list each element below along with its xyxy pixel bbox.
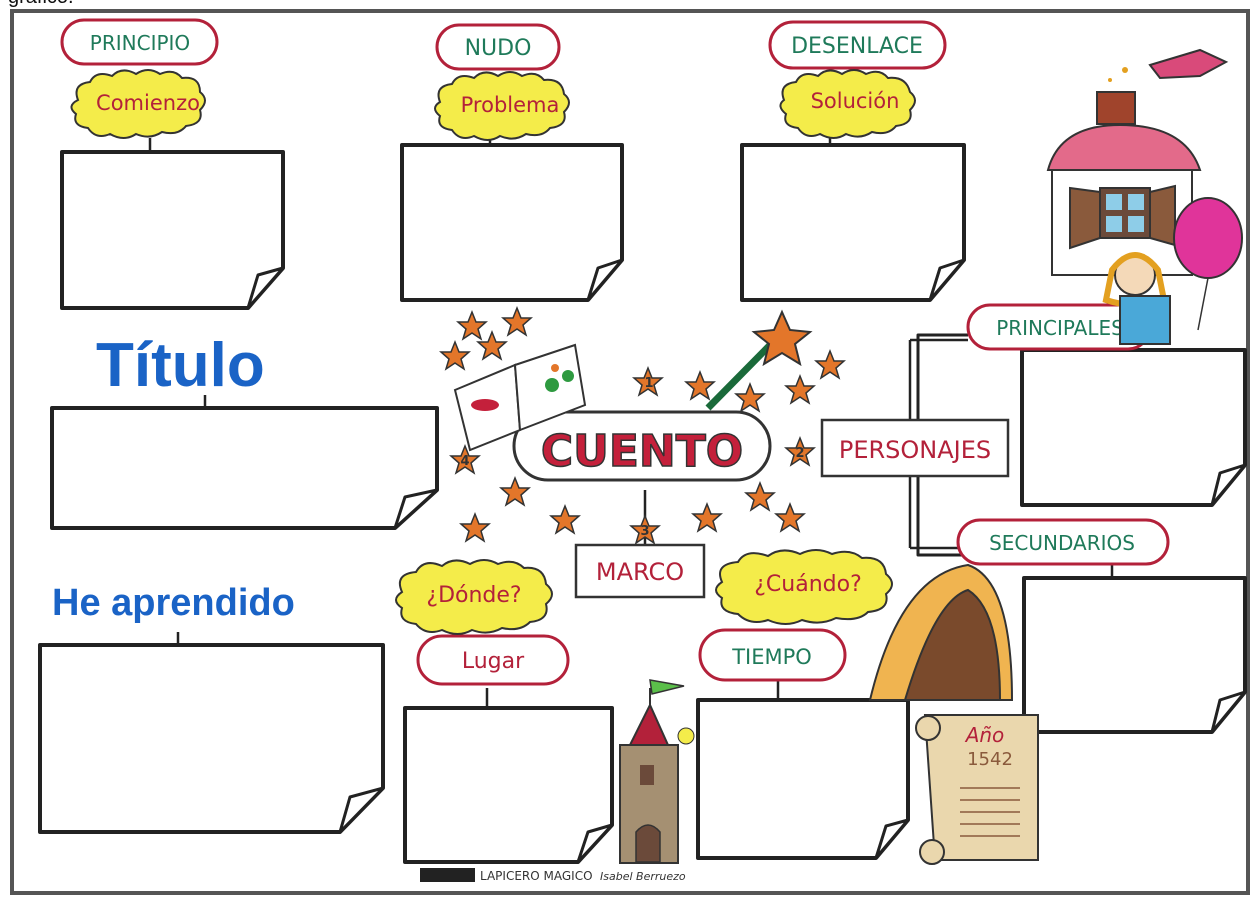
- label-tiempo: TIEMPO: [731, 645, 812, 669]
- label-cuando: ¿Cuándo?: [754, 572, 862, 597]
- label-tiempo-frame: [698, 628, 847, 682]
- note-secundarios-curl: [1210, 690, 1247, 734]
- label-principio-frame: [60, 18, 219, 66]
- label-donde: ¿Dónde?: [426, 583, 521, 608]
- label-principales: PRINCIPALES: [996, 316, 1124, 340]
- label-lugar-frame: [416, 634, 570, 686]
- label-nudo: NUDO: [465, 36, 532, 61]
- scroll-year-label: Año: [964, 723, 1005, 747]
- hut-illustration: [868, 563, 1014, 701]
- note-he-aprendido[interactable]: [38, 643, 385, 834]
- note-nudo-curl: [586, 258, 624, 302]
- note-titulo[interactable]: [50, 406, 439, 530]
- cuento-center: CUENTO: [512, 410, 772, 482]
- label-desenlace-frame: [768, 20, 947, 70]
- note-lugar[interactable]: [403, 706, 614, 864]
- label-lugar: Lugar: [462, 649, 525, 674]
- note-secundarios[interactable]: [1022, 576, 1247, 734]
- label-desenlace: DESENLACE: [791, 34, 923, 59]
- note-principales-curl: [1210, 463, 1247, 507]
- cloud-solucion: [779, 69, 916, 139]
- label-cuento: CUENTO: [541, 426, 743, 477]
- cloud-problema: [434, 71, 570, 141]
- balloon-icon: [1173, 197, 1243, 331]
- label-personajes: PERSONAJES: [839, 436, 991, 464]
- label-principio: PRINCIPIO: [90, 31, 190, 55]
- credit-footer: LAPICERO MAGICO Isabel Berruezo: [420, 868, 686, 883]
- note-principales[interactable]: [1020, 348, 1247, 507]
- cut-off-text: gráfico.: [8, 0, 74, 9]
- credit-text: LAPICERO MAGICO: [480, 869, 593, 883]
- label-marco-frame: [574, 543, 706, 599]
- star-number-4: 4: [460, 454, 469, 469]
- star-number-2: 2: [795, 446, 804, 461]
- open-book-icon: [453, 343, 587, 452]
- note-principio-curl: [246, 266, 285, 310]
- label-personajes-frame: [820, 418, 1010, 478]
- cloud-donde: [395, 559, 553, 635]
- label-problema: Problema: [461, 93, 560, 117]
- note-titulo-curl: [393, 488, 439, 530]
- note-nudo[interactable]: [400, 143, 624, 302]
- label-solucion: Solución: [811, 89, 900, 113]
- scroll-illustration: Año 1542: [915, 714, 1039, 865]
- note-principio[interactable]: [60, 150, 285, 310]
- cloud-comienzo: [70, 69, 206, 139]
- titulo-heading: Título: [96, 331, 265, 400]
- creative-commons-icon: [420, 868, 475, 882]
- star-number-1: 1: [644, 376, 653, 391]
- girl-illustration: [1102, 252, 1171, 345]
- note-lugar-curl: [576, 823, 614, 864]
- scroll-year-value: 1542: [967, 749, 1013, 770]
- magic-wand-icon: [705, 309, 813, 411]
- label-comienzo: Comienzo: [96, 91, 200, 115]
- note-desenlace[interactable]: [740, 143, 966, 302]
- he-aprendido-heading: He aprendido: [52, 582, 295, 624]
- label-marco: MARCO: [596, 558, 684, 586]
- label-nudo-frame: [435, 23, 561, 71]
- note-he-aprendido-curl: [338, 786, 385, 834]
- note-tiempo[interactable]: [696, 698, 910, 860]
- cloud-cuando: [715, 549, 893, 625]
- star-number-3: 3: [640, 524, 649, 539]
- rocket-icon: [1108, 48, 1229, 82]
- label-secundarios-frame: [956, 518, 1170, 566]
- author-text: Isabel Berruezo: [600, 870, 686, 883]
- label-secundarios: SECUNDARIOS: [989, 531, 1135, 555]
- castle-illustration: [619, 679, 695, 864]
- note-tiempo-curl: [874, 818, 910, 860]
- note-desenlace-curl: [928, 258, 966, 302]
